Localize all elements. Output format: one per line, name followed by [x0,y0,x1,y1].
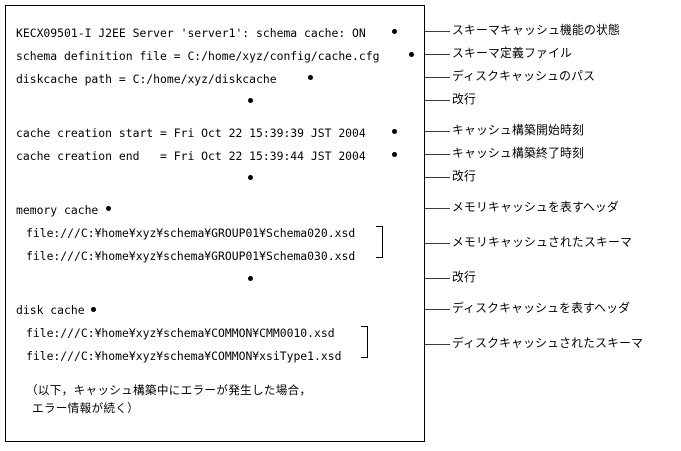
anchor-dot-newline-1 [248,98,253,103]
annotation-disk-schemas: ディスクキャッシュされたスキーマ [452,336,644,350]
anchor-dot-diskcache-path [308,75,313,80]
bracket-memory-schemas [376,226,383,258]
console-output-box: KECX09501-I J2EE Server 'server1': schem… [5,5,425,442]
anchor-dot-disk-header [91,307,96,312]
console-line-mem-file-2: file:///C:¥home¥xyz¥schema¥GROUP01¥Schem… [26,249,356,263]
annotation-newline-2: 改行 [452,169,476,183]
anchor-dot-newline-3 [248,276,253,281]
console-line-create-end: cache creation end = Fri Oct 22 15:39:44… [16,149,366,163]
console-line-msg-diskcache-path: diskcache path = C:/home/xyz/diskcache [16,72,277,86]
annotation-memory-schemas: メモリキャッシュされたスキーマ [452,235,632,249]
anchor-dot-schema-def [409,52,414,57]
annotation-cache-status: スキーマキャッシュ機能の状態 [452,23,620,37]
annotation-build-end-time: キャッシュ構築終了時刻 [452,146,584,160]
annotation-build-start-time: キャッシュ構築開始時刻 [452,123,584,137]
console-line-msg-schema-def: schema definition file = C:/home/xyz/con… [16,49,380,63]
anchor-dot-newline-2 [248,175,253,180]
console-line-note-1: （以下，キャッシュ構築中にエラーが発生した場合， [26,383,312,397]
console-line-disk-file-1: file:///C:¥home¥xyz¥schema¥COMMON¥CMM001… [26,326,335,340]
console-line-disk-cache: disk cache [16,303,85,317]
bracket-disk-schemas [361,326,368,358]
annotation-memory-header: メモリキャッシュを表すヘッダ [452,200,619,214]
annotation-newline-1: 改行 [452,92,476,106]
anchor-dot-memory-header [106,206,111,211]
annotation-diskcache-path: ディスクキャッシュのパス [452,69,596,83]
console-line-disk-file-2: file:///C:¥home¥xyz¥schema¥COMMON¥xsiTyp… [26,349,342,363]
annotation-schema-def-file: スキーマ定義ファイル [452,46,572,60]
console-line-memory-cache: memory cache [16,203,99,217]
console-line-note-2: エラー情報が続く） [32,401,140,415]
console-line-msg-status: KECX09501-I J2EE Server 'server1': schem… [16,26,366,40]
console-line-mem-file-1: file:///C:¥home¥xyz¥schema¥GROUP01¥Schem… [26,226,356,240]
console-line-create-start: cache creation start = Fri Oct 22 15:39:… [16,126,366,140]
leader-line-schema-def-file [413,54,450,55]
anchor-dot-build-start [392,129,397,134]
anchor-dot-cache-status [392,29,397,34]
annotation-newline-3: 改行 [452,270,476,284]
annotation-disk-header: ディスクキャッシュを表すヘッダ [452,301,631,315]
anchor-dot-build-end [392,152,397,157]
